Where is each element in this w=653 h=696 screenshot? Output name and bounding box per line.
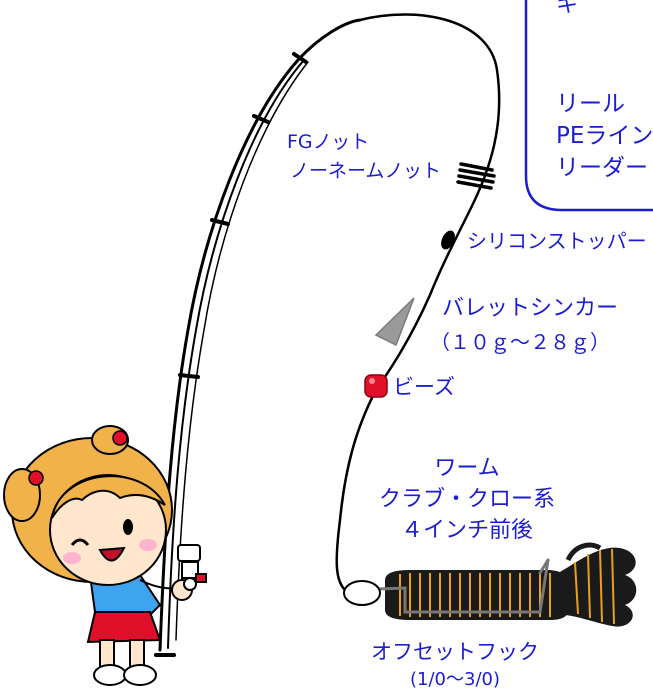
bead-label: ビーズ xyxy=(393,375,455,399)
hook-label-line: (1/0～3/0) xyxy=(410,669,500,690)
knot-label-line: FGノット xyxy=(287,131,370,153)
silicone-stopper-icon xyxy=(441,230,455,250)
rod-guides xyxy=(178,52,308,379)
bead-icon xyxy=(364,374,388,398)
worm-label-line: ワーム xyxy=(434,456,500,481)
line-eye-loop xyxy=(343,580,381,606)
info-box-line: リーダー xyxy=(556,155,648,181)
stopper-label: シリコンストッパー xyxy=(467,229,647,253)
worm-label-line: クラブ・クロー系 xyxy=(378,487,555,512)
sinker-label-line: バレットシンカー xyxy=(442,296,619,321)
knot-label-line: ノーネームノット xyxy=(290,160,442,182)
girl-character xyxy=(3,425,193,686)
sinker-label-line: （１０ｇ～２８ｇ） xyxy=(430,330,610,354)
worm-label-line: ４インチ前後 xyxy=(400,518,533,543)
reel-icon xyxy=(177,544,207,591)
info-box-frame xyxy=(524,0,653,212)
info-box-top-char: キ xyxy=(556,0,579,18)
hook-label-line: オフセットフック xyxy=(371,640,539,664)
info-box-line: PEライン xyxy=(556,123,653,149)
fishing-line xyxy=(335,13,501,591)
info-box-line: リール xyxy=(556,91,625,117)
bullet-sinker-icon xyxy=(374,297,415,347)
offset-hook-icon xyxy=(348,558,550,614)
knot-icon xyxy=(456,162,496,190)
crayfish-worm-icon xyxy=(385,542,637,627)
